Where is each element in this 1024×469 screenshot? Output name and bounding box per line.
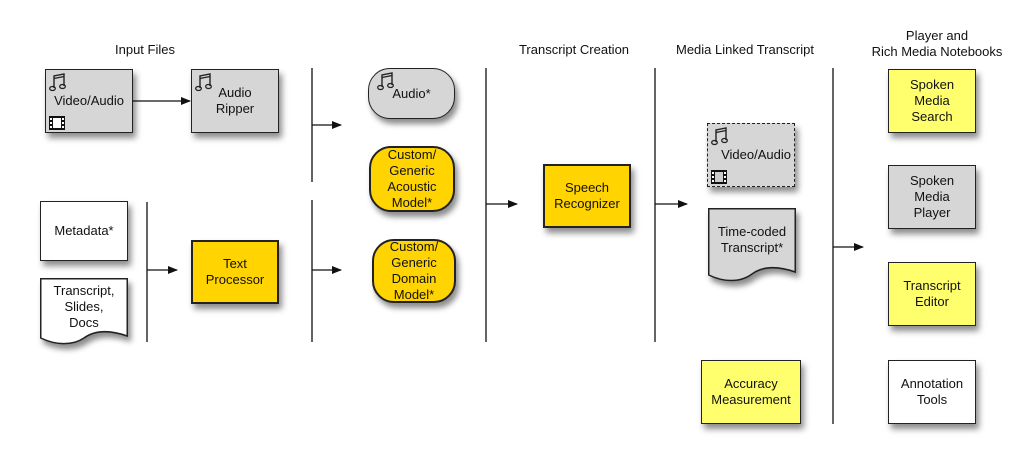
node-label: Custom/ Generic Domain Model* (389, 239, 439, 302)
node-spoken-media-player[interactable]: Spoken Media Player (888, 165, 976, 229)
node-label: Transcript Editor (903, 278, 961, 309)
node-spoken-media-search[interactable]: Spoken Media Search (888, 69, 976, 133)
node-audio-ripper[interactable]: Audio Ripper (191, 69, 279, 133)
node-label: Custom/ Generic Acoustic Model* (387, 147, 437, 210)
music-note-icon (377, 72, 394, 91)
header-input-files: Input Files (115, 42, 175, 57)
music-note-icon (711, 127, 728, 146)
node-time-coded-transcript[interactable]: Time-coded Transcript* (708, 208, 796, 282)
node-speech-recognizer[interactable]: Speech Recognizer (543, 164, 631, 228)
node-label: Spoken Media Search (909, 77, 955, 124)
document-shape (708, 208, 796, 282)
node-label: Video/Audio (721, 147, 791, 162)
node-label: Speech Recognizer (554, 180, 620, 211)
node-acoustic-model[interactable]: Custom/ Generic Acoustic Model* (369, 146, 455, 212)
node-transcript-slides-docs[interactable]: Transcript, Slides, Docs (40, 278, 128, 345)
header-media-linked-transcript: Media Linked Transcript (675, 42, 814, 57)
header-player-notebooks: Player and Rich Media Notebooks (871, 28, 1003, 59)
node-label: Audio* (392, 85, 431, 101)
node-label: Transcript, Slides, Docs (53, 283, 115, 330)
node-label: Text Processor (205, 256, 265, 287)
header-transcript-creation: Transcript Creation (518, 42, 630, 57)
music-note-icon (49, 73, 66, 92)
node-label: Metadata* (54, 223, 114, 238)
node-label: Annotation Tools (900, 376, 964, 407)
film-icon (49, 116, 65, 130)
node-audio[interactable]: Audio* (368, 68, 455, 119)
node-label: Time-coded Transcript* (717, 224, 787, 255)
node-transcript-editor[interactable]: Transcript Editor (888, 262, 976, 326)
node-label: Spoken Media Player (909, 173, 955, 220)
node-accuracy-measurement[interactable]: Accuracy Measurement (701, 360, 801, 424)
music-note-icon (195, 73, 212, 92)
node-video-audio-input[interactable]: Video/Audio (45, 69, 133, 133)
node-label: Video/Audio (54, 93, 124, 108)
document-shape (40, 278, 128, 345)
node-annotation-tools[interactable]: Annotation Tools (888, 360, 976, 424)
node-metadata[interactable]: Metadata* (40, 201, 128, 261)
node-label: Audio Ripper (215, 85, 255, 116)
node-video-audio-linked[interactable]: Video/Audio (707, 123, 795, 187)
node-text-processor[interactable]: Text Processor (191, 240, 279, 304)
film-icon (711, 170, 727, 184)
node-label: Accuracy Measurement (711, 376, 791, 407)
node-domain-model[interactable]: Custom/ Generic Domain Model* (372, 239, 456, 303)
